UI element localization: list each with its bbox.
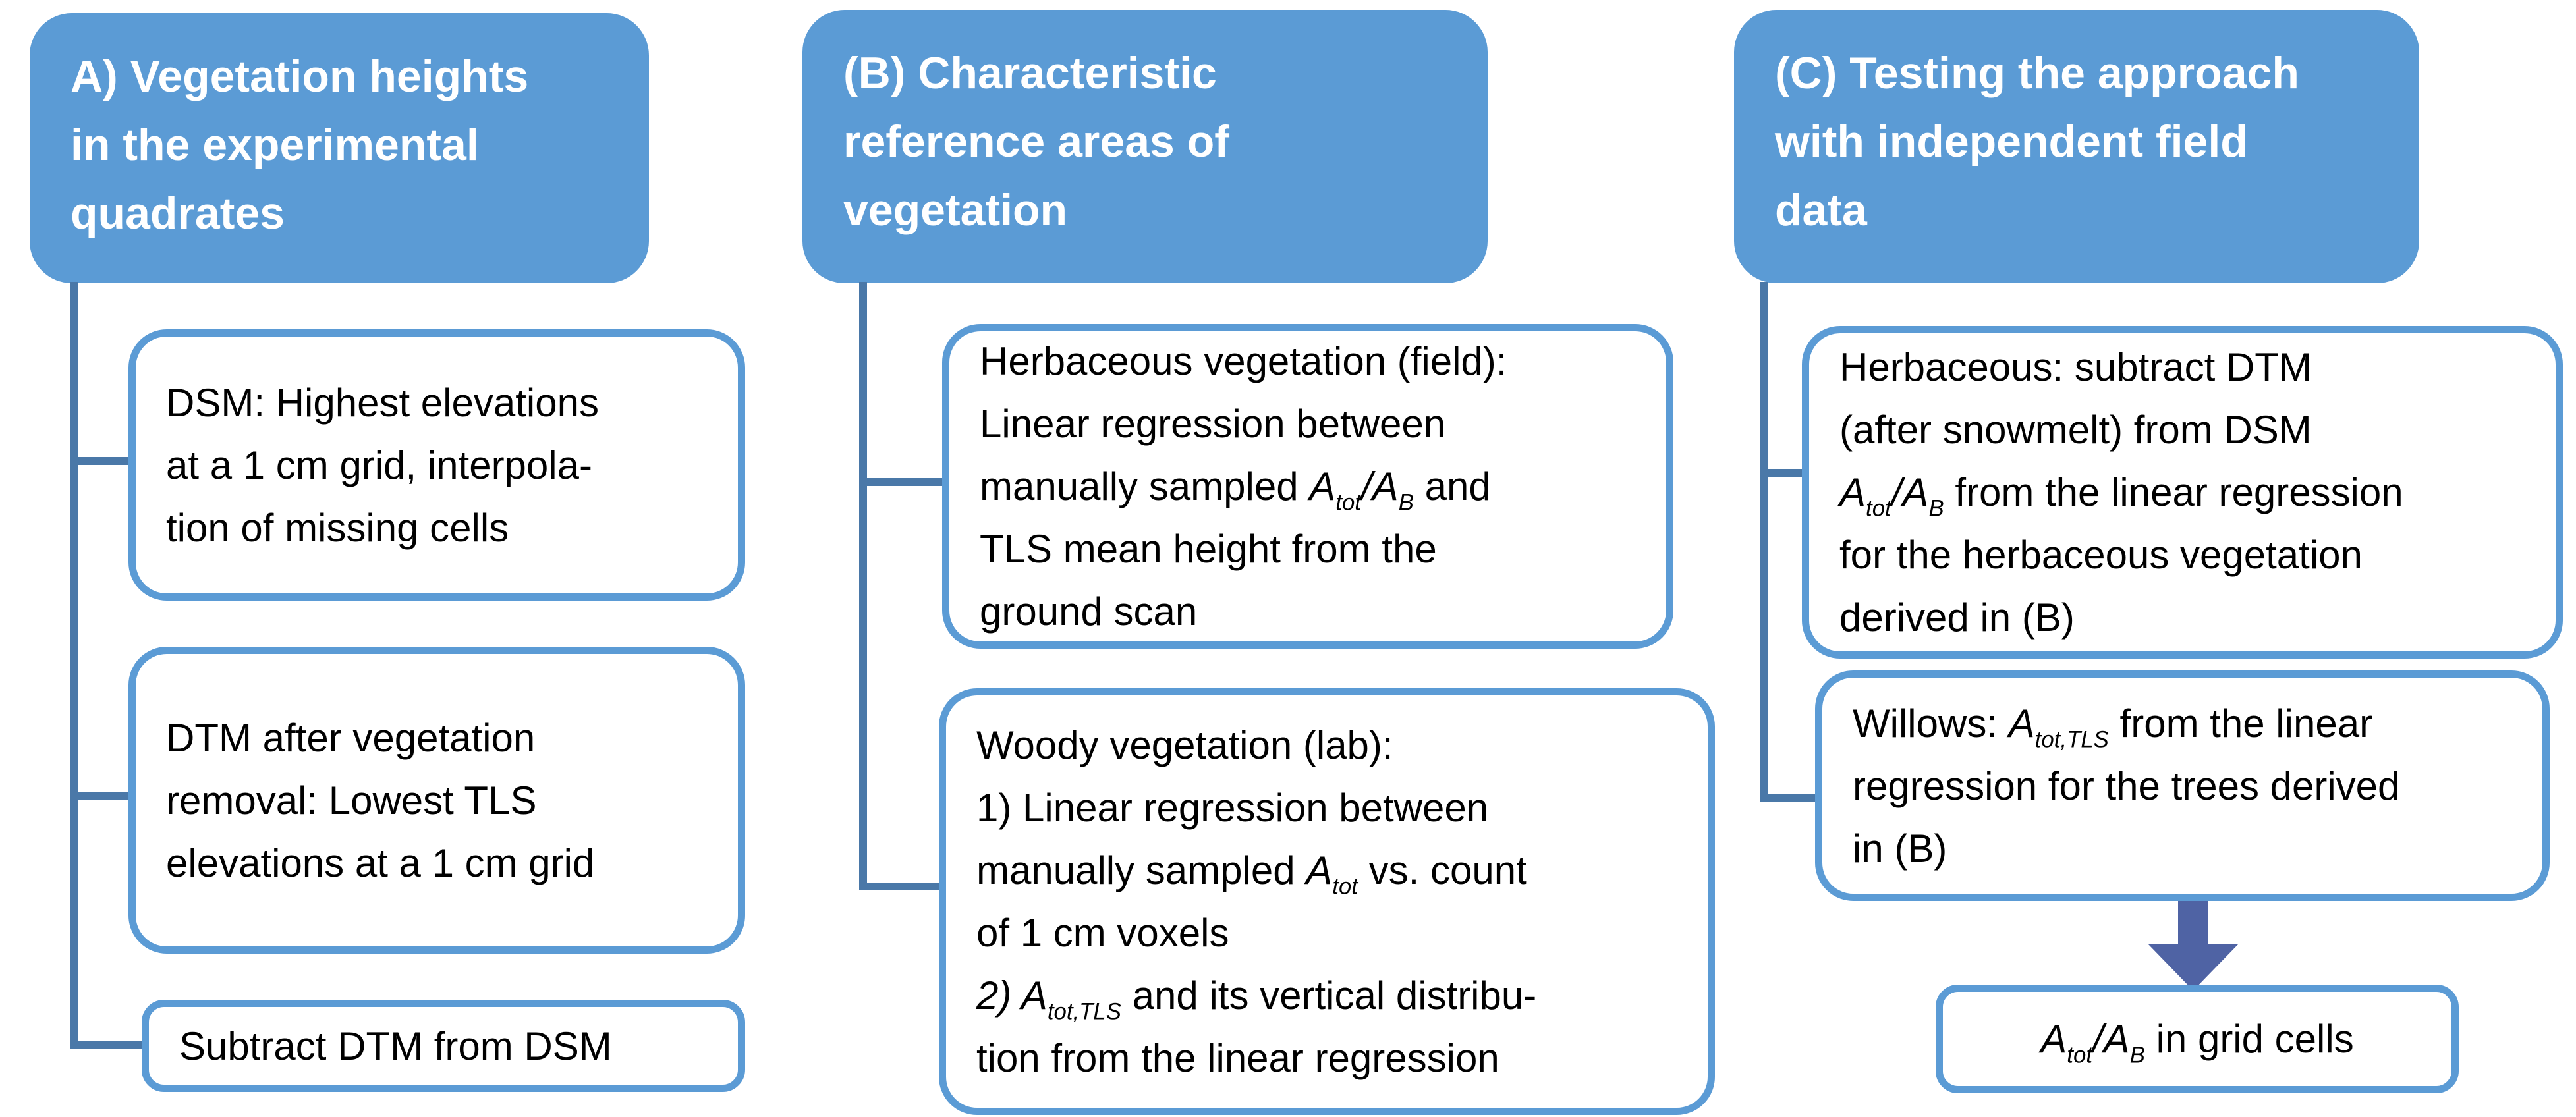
box-dtm: DTM after vegetation removal: Lowest TLS e… bbox=[128, 647, 745, 954]
text-line: manually sampled Atot/AB and bbox=[980, 464, 1491, 516]
box-result-grid-cells: Atot/AB in grid cells bbox=[1936, 985, 2459, 1093]
down-arrow-head bbox=[2148, 944, 2238, 991]
box-dsm: DSM: Highest elevations at a 1 cm grid, i… bbox=[128, 329, 745, 601]
box-herbaceous-test: Herbaceous: subtract DTM (after snowmelt)… bbox=[1802, 326, 2563, 659]
text-line: DTM after vegetation bbox=[166, 715, 536, 760]
connector-c-stub-2 bbox=[1760, 794, 1818, 802]
text-line: Willows: Atot,TLS from the linear bbox=[1853, 701, 2373, 753]
text-line: TLS mean height from the bbox=[980, 527, 1437, 571]
text-line: data bbox=[1775, 185, 1867, 235]
connector-a-stub-2 bbox=[70, 792, 131, 800]
connector-c-stub-1 bbox=[1760, 469, 1805, 477]
text-line: at a 1 cm grid, interpola- bbox=[166, 443, 592, 487]
box-subtract: Subtract DTM from DSM bbox=[142, 1000, 745, 1092]
text-line: regression for the trees derived bbox=[1853, 763, 2400, 808]
text-line: ground scan bbox=[980, 589, 1198, 634]
box-herbaceous-field: Herbaceous vegetation (field): Linear reg… bbox=[942, 324, 1673, 649]
connector-c-vertical bbox=[1760, 282, 1768, 802]
text-line: in (B) bbox=[1853, 826, 1947, 871]
text-line: (B) Characteristic bbox=[843, 48, 1217, 98]
text-line: A) Vegetation heights bbox=[70, 51, 529, 101]
connector-b-stub-1 bbox=[859, 478, 945, 486]
text-line: (after snowmelt) from DSM bbox=[1839, 408, 2312, 452]
text-line: Subtract DTM from DSM bbox=[179, 1023, 612, 1068]
box-willows-test: Willows: Atot,TLS from the linear regress… bbox=[1815, 670, 2550, 901]
connector-a-stub-3 bbox=[70, 1041, 144, 1049]
text-line: reference areas of bbox=[843, 117, 1229, 167]
text-line: Herbaceous: subtract DTM bbox=[1839, 345, 2312, 389]
header-c: (C) Testing the approach with independent… bbox=[1734, 10, 2419, 283]
text-line: derived in (B) bbox=[1839, 595, 2075, 640]
text-line: removal: Lowest TLS bbox=[166, 778, 537, 823]
text-line: tion of missing cells bbox=[166, 505, 509, 550]
header-a: A) Vegetation heights in the experimental… bbox=[30, 13, 649, 283]
text-line: manually sampled Atot vs. count bbox=[976, 848, 1527, 900]
text-line: Herbaceous vegetation (field): bbox=[980, 339, 1507, 383]
text-line: DSM: Highest elevations bbox=[166, 380, 599, 425]
connector-a-stub-1 bbox=[70, 457, 131, 465]
header-b: (B) Characteristic reference areas of vege… bbox=[802, 10, 1488, 283]
connector-a-vertical bbox=[70, 282, 78, 1049]
text-line: 1) Linear regression between bbox=[976, 786, 1489, 830]
text-line: vegetation bbox=[843, 185, 1068, 235]
text-line: tion from the linear regression bbox=[976, 1036, 1499, 1080]
text-line: Woody vegetation (lab): bbox=[976, 723, 1393, 767]
text-line: 2) Atot,TLS and its vertical distribu- bbox=[976, 973, 1537, 1025]
text-line: quadrates bbox=[70, 188, 285, 238]
text-line: Atot/AB in grid cells bbox=[2040, 1017, 2354, 1068]
text-line: elevations at a 1 cm grid bbox=[166, 840, 595, 885]
text-line: of 1 cm voxels bbox=[976, 911, 1229, 955]
connector-b-stub-2 bbox=[859, 883, 941, 890]
text-line: Atot/AB from the linear regression bbox=[1839, 470, 2403, 522]
text-line: for the herbaceous vegetation bbox=[1839, 533, 2363, 577]
down-arrow-stem bbox=[2178, 901, 2208, 946]
box-woody-lab: Woody vegetation (lab): 1) Linear regress… bbox=[939, 688, 1715, 1115]
text-line: with independent field bbox=[1775, 117, 2248, 167]
connector-b-vertical bbox=[859, 282, 867, 890]
text-line: in the experimental bbox=[70, 120, 479, 170]
text-line: Linear regression between bbox=[980, 402, 1446, 446]
text-line: (C) Testing the approach bbox=[1775, 48, 2299, 98]
